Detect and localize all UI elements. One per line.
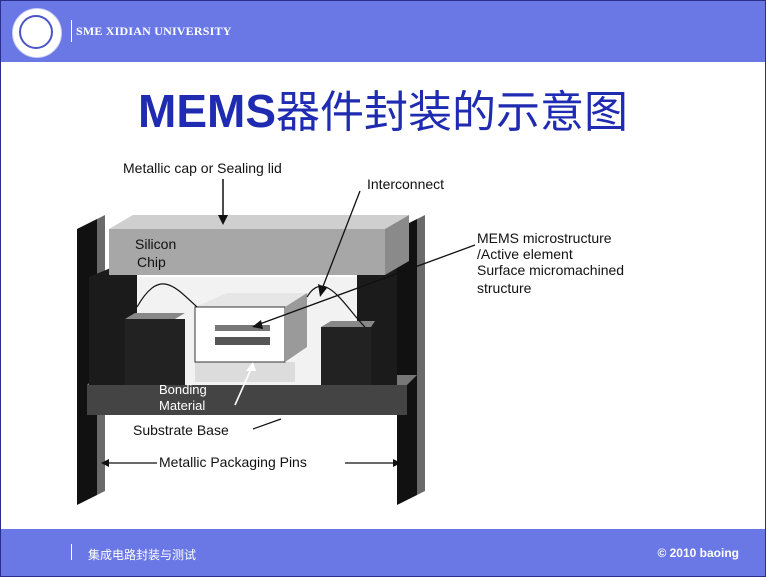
- label-mems-2: /Active element: [477, 246, 573, 262]
- mems-package-diagram: Metallic cap or Sealing lid Interconnect…: [75, 157, 663, 507]
- label-mems-3: Surface micromachined: [477, 262, 624, 278]
- label-mems-4: structure: [477, 280, 532, 296]
- label-pins: Metallic Packaging Pins: [159, 454, 307, 470]
- label-bonding-1: Bonding: [159, 382, 207, 397]
- label-substrate: Substrate Base: [133, 422, 229, 438]
- slide-title: MEMS器件封装的示意图: [0, 76, 766, 140]
- header-divider: [71, 20, 72, 42]
- right-pin-front: [397, 219, 417, 505]
- label-cap: Metallic cap or Sealing lid: [123, 160, 282, 176]
- label-interconnect: Interconnect: [367, 176, 444, 192]
- slide-header: [1, 1, 765, 62]
- sealing-lid-top: [109, 215, 409, 229]
- course-name: 集成电路封装与测试: [88, 548, 197, 562]
- footer-divider: [71, 544, 72, 560]
- label-silicon-1: Silicon: [135, 236, 176, 252]
- title-latin: MEMS: [138, 85, 276, 137]
- slide-footer: [1, 529, 765, 576]
- copyright: © 2010 baoing: [657, 546, 739, 560]
- right-pin-side: [417, 215, 425, 495]
- label-mems-1: MEMS microstructure: [477, 230, 612, 246]
- sealing-lid-front: [109, 229, 385, 275]
- mems-microstructure: [215, 325, 270, 331]
- university-name: SME XIDIAN UNIVERSITY: [76, 24, 232, 38]
- title-cjk: 器件封装的示意图: [276, 87, 628, 138]
- substrate-base: [87, 385, 407, 415]
- label-silicon-2: Chip: [137, 254, 166, 270]
- label-bonding-2: Material: [159, 398, 205, 413]
- bonding-material: [195, 362, 295, 382]
- university-logo: [12, 8, 62, 58]
